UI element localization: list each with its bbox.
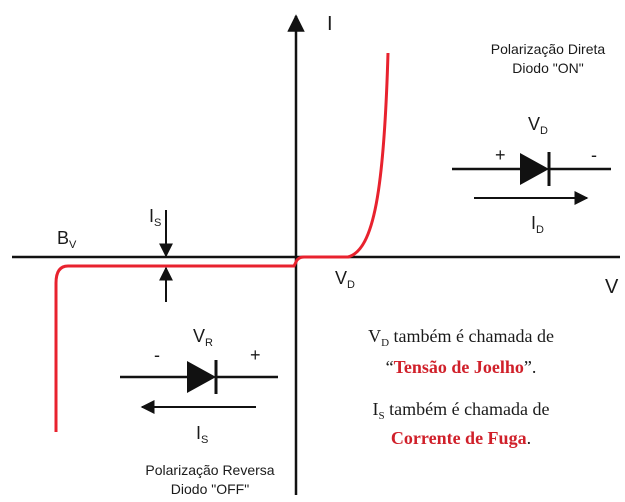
- leakage-current-label: IS: [149, 206, 161, 229]
- iv-curve: [54, 52, 390, 432]
- forward-bias-title: Polarização Direta: [491, 41, 606, 57]
- leakage-current-note-line2: Corrente de Fuga.: [391, 428, 531, 448]
- leakage-current-note-line1: IS também é chamada de: [372, 399, 549, 422]
- forward-minus-sign: -: [591, 145, 597, 165]
- reverse-diode-symbol: [120, 360, 278, 394]
- forward-bias-state: Diodo "ON": [512, 60, 583, 76]
- reverse-plus-sign: +: [250, 345, 261, 365]
- forward-current-label: ID: [531, 213, 544, 236]
- forward-diode-symbol: [452, 152, 611, 186]
- breakdown-voltage-label: BV: [57, 228, 77, 251]
- reverse-current-label: IS: [196, 423, 208, 446]
- reverse-bias-title: Polarização Reversa: [145, 462, 274, 478]
- reverse-bias-state: Diodo "OFF": [171, 481, 249, 497]
- y-axis-label: I: [327, 13, 333, 35]
- knee-voltage-note-line1: VD também é chamada de: [368, 326, 554, 349]
- reverse-minus-sign: -: [154, 345, 160, 365]
- forward-vd-label: VD: [528, 114, 548, 137]
- knee-voltage-axis-label: VD: [335, 268, 355, 291]
- knee-voltage-note-line2: “Tensão de Joelho”.: [386, 357, 537, 377]
- forward-plus-sign: +: [495, 145, 506, 165]
- reverse-vr-label: VR: [193, 326, 213, 349]
- x-axis-label: V: [605, 276, 619, 298]
